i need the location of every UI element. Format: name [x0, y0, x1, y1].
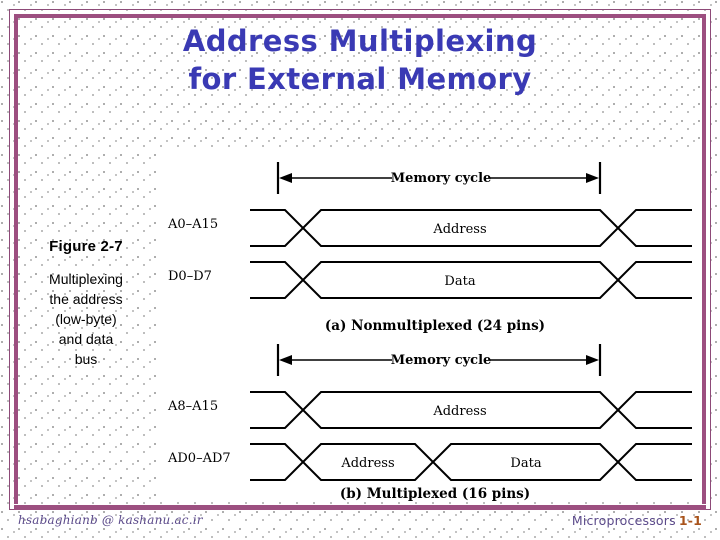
- panel-b-caption: (b) Multiplexed (16 pins): [340, 486, 530, 502]
- panel-a-signal-0-segment-0-label: Address: [432, 222, 486, 237]
- footer-page-number: 1-1: [678, 513, 702, 528]
- footer-course-label: Microprocessors: [571, 513, 676, 528]
- panel-a-caption: (a) Nonmultiplexed (24 pins): [325, 318, 545, 334]
- panel-a-signal-1-segment-0-label: Data: [444, 274, 475, 289]
- panel-a-arrowhead-right: [586, 173, 599, 183]
- slide-title-line-1: Address Multiplexing: [182, 24, 538, 58]
- panel-b-signal-a8-a15: A8–A15 Address: [167, 391, 692, 429]
- panel-b: Memory cycle A8–A15 Address AD0–AD7: [167, 344, 692, 502]
- panel-a-arrowhead-left: [279, 173, 292, 183]
- panel-a-signal-a0-a15: A0–A15 Address: [167, 209, 692, 247]
- panel-b-signal-0-right-bus: [617, 391, 692, 429]
- panel-b-memory-cycle-arrow: Memory cycle: [276, 344, 602, 376]
- panel-a-signal-0-name: A0–A15: [167, 217, 218, 232]
- figure-description: Multiplexing the address (low-byte) and …: [20, 269, 152, 369]
- figure-description-line-3: (low-byte): [55, 311, 117, 327]
- footer-separator-rule: [14, 505, 706, 510]
- panel-b-cycle-label: Memory cycle: [391, 353, 492, 368]
- panel-b-arrowhead-left: [279, 355, 292, 365]
- slide-title: Address Multiplexing for External Memory: [60, 22, 660, 98]
- figure-description-line-4: and data: [58, 331, 114, 347]
- panel-a-signal-0-right-bus: [617, 209, 692, 247]
- figure-number-label: Figure 2-7: [49, 238, 123, 255]
- figure-description-line-1: Multiplexing: [49, 271, 123, 287]
- figure-description-line-5: bus: [74, 351, 98, 367]
- footer-email: hsabaghianb @ kashanu.ac.ir: [18, 513, 203, 527]
- panel-a-memory-cycle-arrow: Memory cycle: [276, 162, 602, 194]
- timing-diagram-svg: Memory cycle A0–A15 Address D0–D7 Data: [160, 150, 700, 502]
- panel-a-signal-d0-d7: D0–D7 Data: [168, 261, 692, 299]
- timing-diagram-figure: Memory cycle A0–A15 Address D0–D7 Data: [160, 150, 700, 502]
- panel-a-signal-1-name: D0–D7: [168, 269, 212, 284]
- panel-b-signal-1-segment-0-label: Address: [340, 456, 394, 471]
- panel-a-signal-1-right-bus: [617, 261, 692, 299]
- panel-b-signal-1-right-bus: [617, 443, 692, 481]
- panel-a: Memory cycle A0–A15 Address D0–D7 Data: [167, 162, 692, 334]
- panel-b-signal-1-name: AD0–AD7: [167, 451, 231, 466]
- slide-title-line-2: for External Memory: [188, 62, 532, 96]
- panel-b-signal-1-segment-1-label: Data: [510, 456, 541, 471]
- panel-a-cycle-label: Memory cycle: [391, 171, 492, 186]
- figure-caption-block: Figure 2-7 Multiplexing the address (low…: [20, 238, 152, 369]
- panel-b-signal-0-segment-0-label: Address: [432, 404, 486, 419]
- figure-description-line-2: the address: [49, 291, 123, 307]
- panel-b-signal-ad0-ad7: AD0–AD7 Address Data: [167, 443, 692, 481]
- panel-b-arrowhead-right: [586, 355, 599, 365]
- panel-b-signal-0-name: A8–A15: [167, 399, 218, 414]
